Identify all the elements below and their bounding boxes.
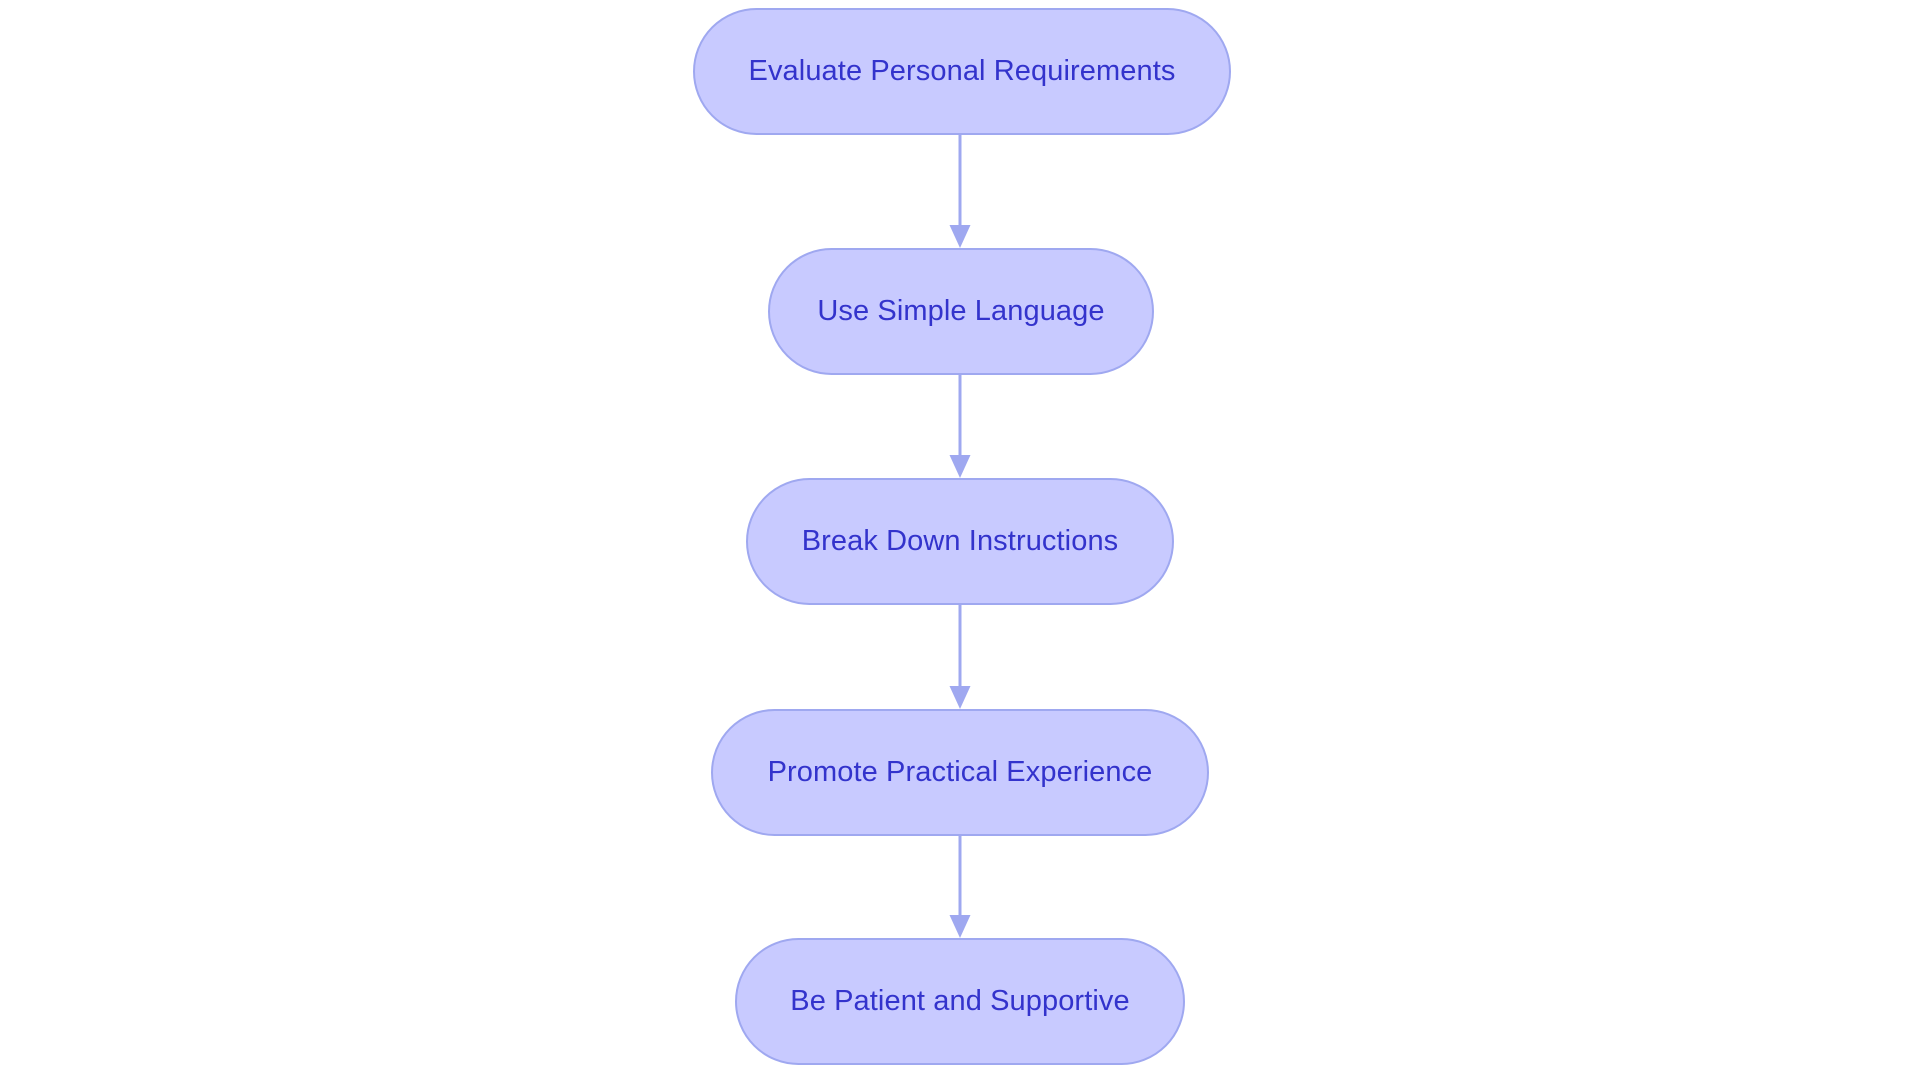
flow-node-label: Use Simple Language bbox=[817, 295, 1105, 327]
connector-arrowhead bbox=[949, 915, 971, 938]
flow-node-5[interactable]: Be Patient and Supportive bbox=[735, 938, 1185, 1065]
flow-node-label: Break Down Instructions bbox=[801, 525, 1119, 557]
connector-arrowhead bbox=[949, 686, 971, 709]
connector-arrow-3 bbox=[949, 605, 971, 709]
connector-arrowhead bbox=[949, 455, 971, 478]
connector-arrowhead bbox=[949, 225, 971, 248]
flow-node-label: Promote Practical Experience bbox=[767, 756, 1153, 788]
flow-node-2[interactable]: Use Simple Language bbox=[768, 248, 1154, 375]
flow-node-label: Be Patient and Supportive bbox=[790, 985, 1130, 1017]
connector-arrow-4 bbox=[949, 836, 971, 938]
flow-node-4[interactable]: Promote Practical Experience bbox=[711, 709, 1209, 836]
connector-arrow-2 bbox=[949, 375, 971, 478]
connector-arrow-1 bbox=[949, 135, 971, 248]
flow-node-1[interactable]: Evaluate Personal Requirements bbox=[693, 8, 1231, 135]
flow-node-3[interactable]: Break Down Instructions bbox=[746, 478, 1174, 605]
flow-node-label: Evaluate Personal Requirements bbox=[748, 55, 1176, 87]
